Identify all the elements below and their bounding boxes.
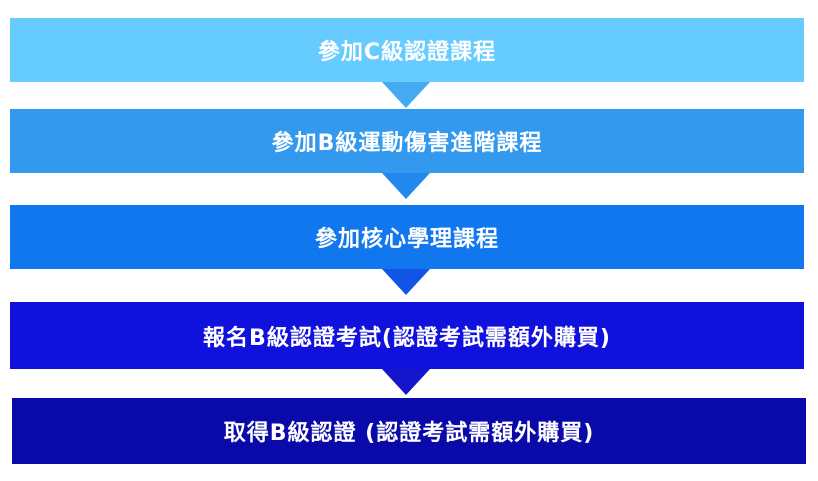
step-2-label: 參加B級運動傷害進階課程 (271, 131, 543, 156)
step-4-label: 報名B級認證考試(認證考試需額外購買) (203, 325, 611, 351)
arrow-down-icon (382, 269, 430, 295)
step-1-box: 參加C級認證課程 (10, 18, 804, 82)
step-5-label: 取得B級認證 (認證考試需額外購買) (223, 421, 595, 446)
step-3-box: 參加核心學理課程 (10, 205, 804, 269)
step-4-box: 報名B級認證考試(認證考試需額外購買) (10, 302, 804, 369)
step-1-label: 參加C級認證課程 (317, 40, 497, 65)
step-5-box: 取得B級認證 (認證考試需額外購買) (12, 398, 806, 464)
arrow-down-icon (382, 173, 430, 199)
arrow-down-icon (382, 369, 430, 395)
arrow-down-icon (382, 82, 430, 108)
step-3-label: 參加核心學理課程 (314, 227, 499, 252)
step-2-box: 參加B級運動傷害進階課程 (10, 109, 804, 173)
